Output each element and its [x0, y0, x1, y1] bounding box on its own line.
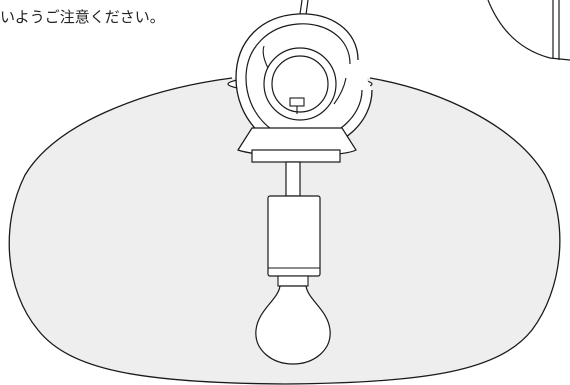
cord-grip: [289, 97, 305, 114]
light-bulb: [255, 275, 331, 365]
inset-detail: [487, 0, 570, 61]
socket-body: [267, 195, 321, 277]
socket-ring: [251, 149, 341, 163]
instruction-caption: いようご注意ください。: [0, 8, 165, 26]
socket-stem: [285, 161, 301, 197]
